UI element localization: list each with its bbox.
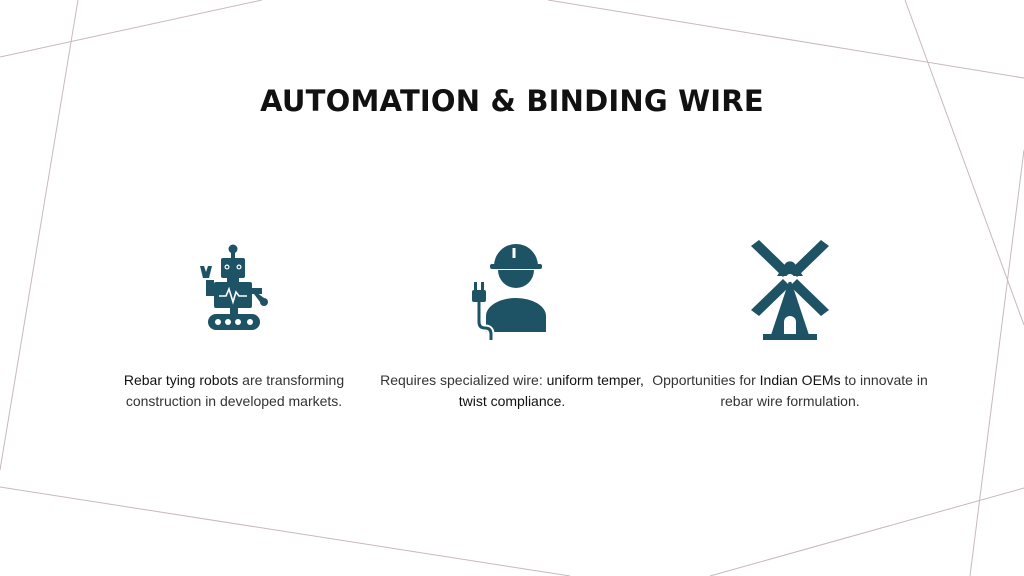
windmill-icon: [751, 240, 829, 340]
card-oems-text: Opportunities for Indian OEMs to innovat…: [652, 372, 928, 409]
card-robots: Rebar tying robots are transforming cons…: [94, 240, 374, 412]
worker-with-plug-icon: [472, 244, 546, 340]
slide-title: AUTOMATION & BINDING WIRE: [260, 84, 764, 118]
card-oems: Opportunities for Indian OEMs to innovat…: [650, 240, 930, 412]
card-robots-text: Rebar tying robots are transforming cons…: [123, 372, 345, 409]
robot-icon: [200, 244, 268, 330]
card-wire: Requires specialized wire: uniform tempe…: [372, 240, 652, 412]
card-wire-text: Requires specialized wire: uniform tempe…: [380, 372, 644, 409]
